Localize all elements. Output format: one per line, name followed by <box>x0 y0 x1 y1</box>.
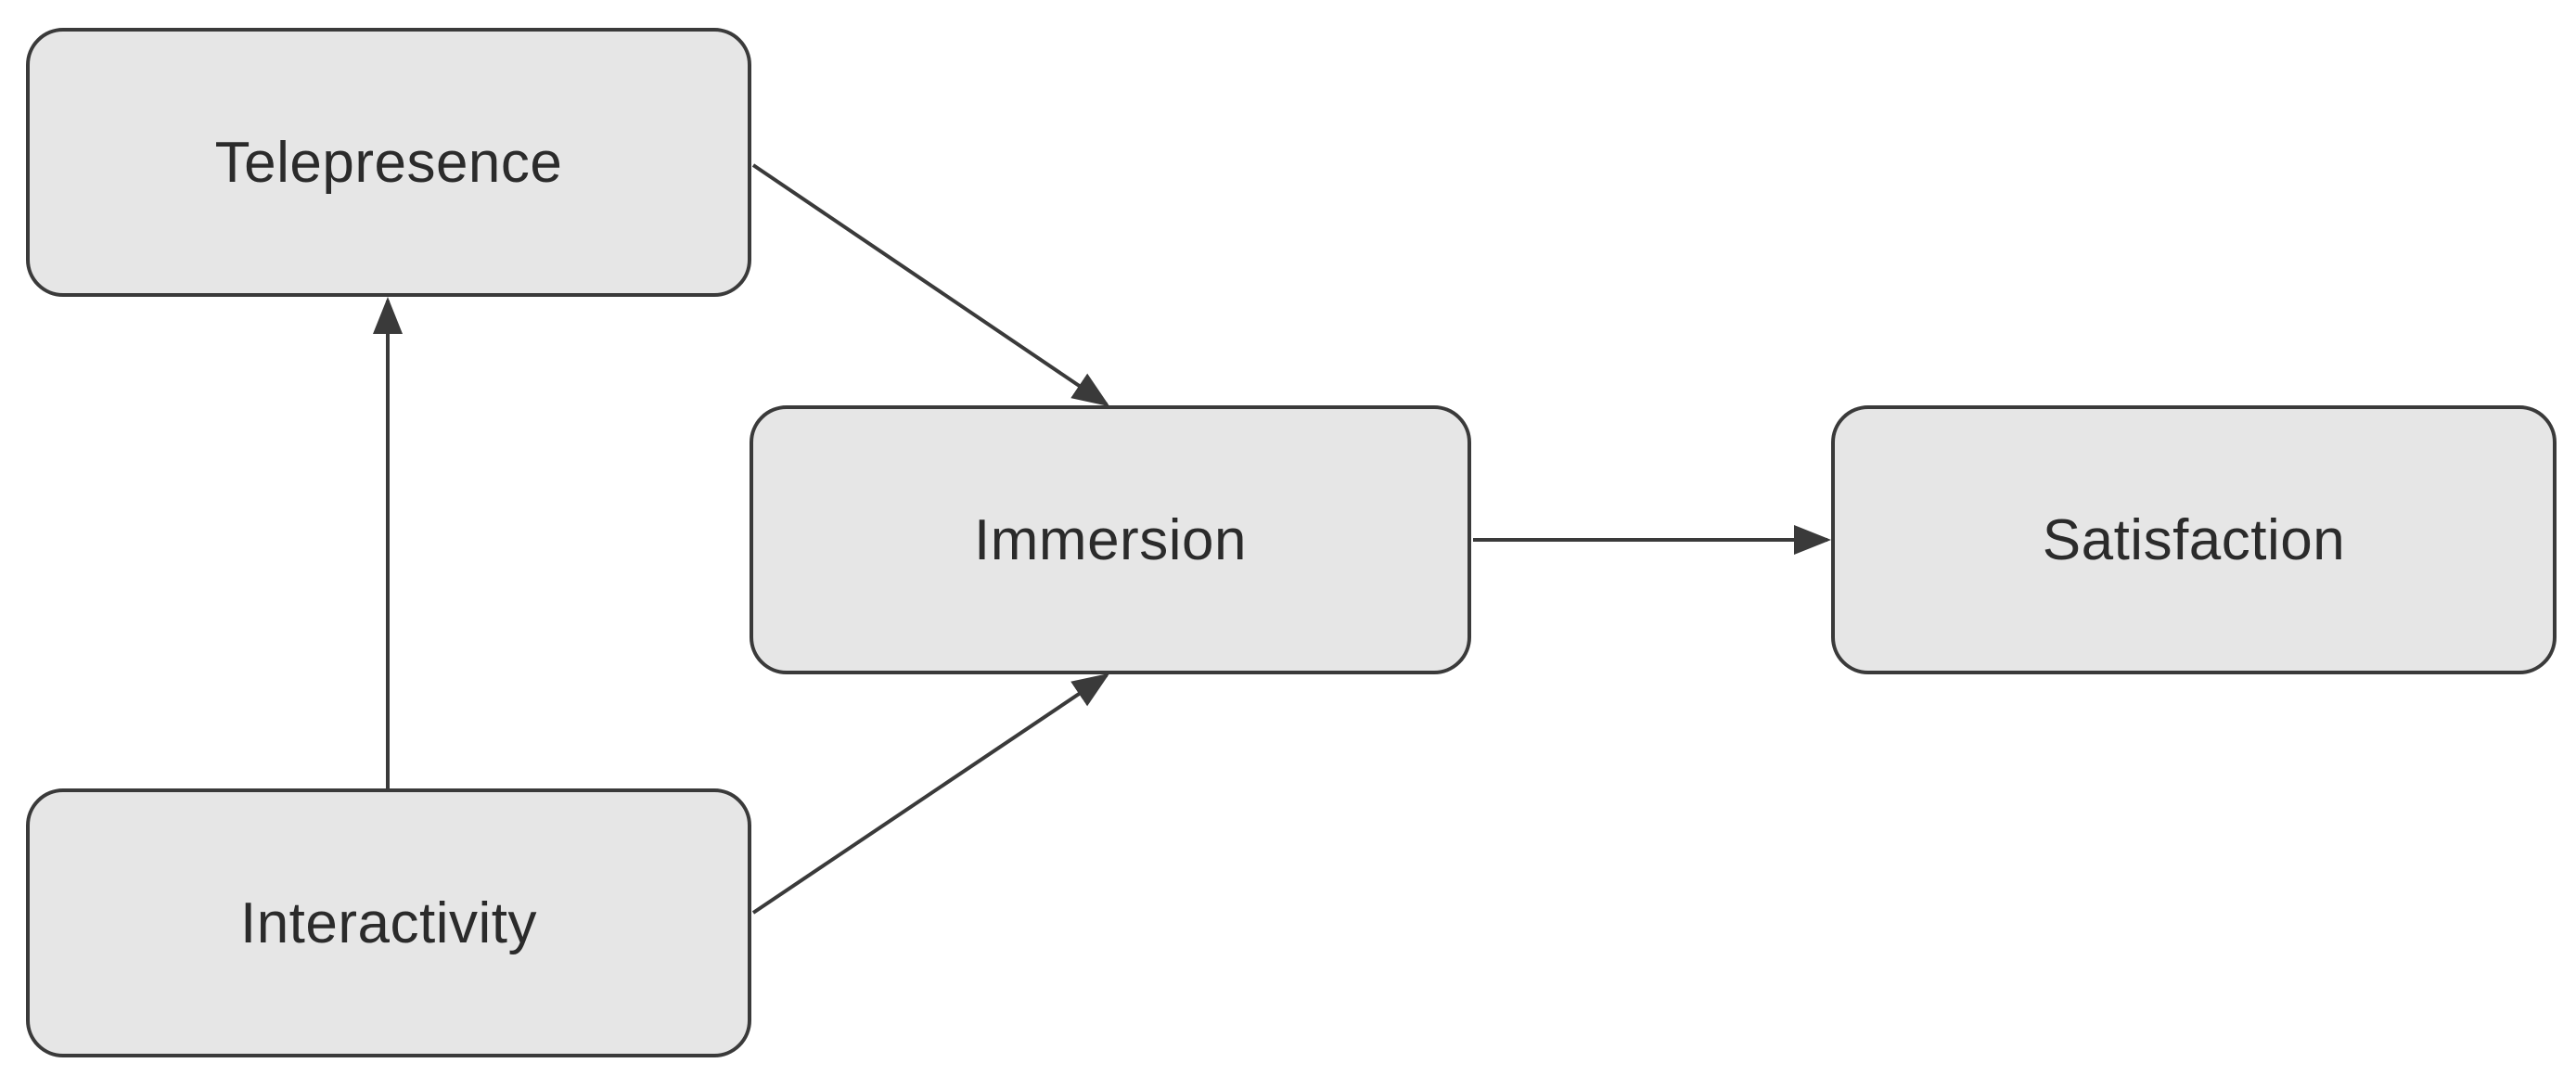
node-label-immersion: Immersion <box>974 507 1247 572</box>
node-satisfaction: Satisfaction <box>1831 405 2557 674</box>
node-interactivity: Interactivity <box>26 788 751 1057</box>
node-label-telepresence: Telepresence <box>214 130 563 195</box>
edge-interactivity-to-immersion <box>751 672 1110 915</box>
node-label-interactivity: Interactivity <box>239 890 538 955</box>
edge-telepresence-to-immersion <box>751 163 1110 407</box>
node-label-satisfaction: Satisfaction <box>2042 507 2346 572</box>
node-telepresence: Telepresence <box>26 28 751 297</box>
node-immersion: Immersion <box>750 405 1471 674</box>
